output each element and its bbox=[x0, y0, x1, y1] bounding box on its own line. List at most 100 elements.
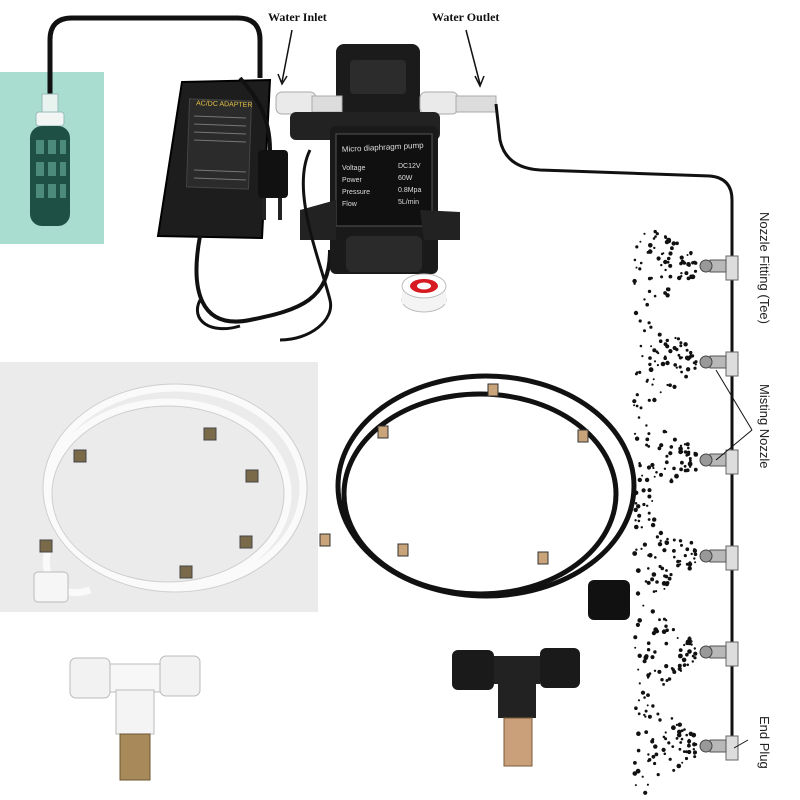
spray-dot bbox=[633, 310, 639, 316]
misting-leader bbox=[715, 369, 753, 431]
adapter-title: AC/DC ADAPTER bbox=[196, 100, 253, 109]
spray-dot bbox=[637, 416, 641, 419]
spray-dot bbox=[689, 352, 692, 356]
spray-dot bbox=[688, 465, 692, 468]
spray-dot bbox=[666, 287, 671, 292]
spray-dot bbox=[645, 443, 649, 447]
spray-dot bbox=[687, 561, 693, 567]
spray-dot bbox=[638, 682, 641, 685]
spray-dot bbox=[663, 356, 667, 361]
spray-dot bbox=[647, 432, 651, 436]
pump-spec-key: Voltage bbox=[342, 165, 365, 172]
spray-dot bbox=[642, 542, 648, 547]
spray-dot bbox=[652, 378, 655, 381]
spray-dot bbox=[652, 348, 657, 353]
spray-dot bbox=[646, 504, 649, 507]
spray-dot bbox=[633, 635, 638, 640]
spray-dot bbox=[650, 609, 655, 614]
white-tee-fitting bbox=[69, 655, 201, 781]
spray-dot bbox=[666, 383, 669, 387]
spray-dot bbox=[662, 735, 666, 739]
spray-dot bbox=[655, 580, 659, 584]
spray-dot bbox=[644, 654, 649, 659]
spray-dot bbox=[657, 446, 662, 451]
spray-dot bbox=[693, 656, 697, 660]
spray-dot bbox=[689, 540, 694, 545]
pump-name: Micro diaphragm pump bbox=[342, 141, 425, 154]
spray-dot bbox=[664, 737, 668, 741]
spray-dot bbox=[640, 690, 646, 695]
power-adapter: AC/DC ADAPTER bbox=[156, 76, 332, 331]
spray-dot bbox=[680, 460, 684, 465]
spray-dot bbox=[635, 404, 639, 408]
spray-dot bbox=[687, 263, 691, 267]
spray-dot bbox=[693, 467, 698, 472]
spray-dot bbox=[668, 274, 673, 279]
spray-dot bbox=[691, 654, 695, 658]
spray-dot bbox=[685, 468, 690, 473]
spray-dot bbox=[633, 282, 636, 285]
spray-dot bbox=[647, 398, 651, 402]
spray-dot bbox=[651, 572, 657, 577]
spray-dot bbox=[685, 367, 691, 372]
spray-dot bbox=[667, 677, 672, 681]
spray-dot bbox=[652, 590, 656, 593]
spray-dot bbox=[653, 360, 657, 363]
nozzle-tee bbox=[699, 545, 739, 571]
spray-dot bbox=[693, 755, 697, 759]
spray-dot bbox=[694, 360, 698, 364]
spray-dot bbox=[646, 648, 651, 652]
spray-dot bbox=[636, 371, 639, 374]
spray-dot bbox=[694, 363, 697, 366]
spray-dot bbox=[654, 752, 659, 757]
end-plug-label: End Plug bbox=[757, 716, 772, 769]
spray-dot bbox=[637, 513, 642, 518]
spray-dot bbox=[663, 467, 667, 470]
spray-dot bbox=[659, 539, 662, 542]
spray-dot bbox=[639, 344, 643, 348]
spray-dot bbox=[678, 365, 682, 369]
spray-dot bbox=[683, 450, 688, 454]
spray-dot bbox=[656, 256, 661, 261]
spray-dot bbox=[642, 604, 645, 607]
spray-dot bbox=[633, 404, 636, 407]
spray-dot bbox=[676, 763, 682, 769]
spray-dot bbox=[675, 737, 679, 740]
spray-dot bbox=[681, 657, 687, 663]
spray-dot bbox=[636, 504, 641, 509]
spray-dot bbox=[651, 738, 655, 741]
spray-dot bbox=[665, 293, 670, 298]
spray-dot bbox=[638, 319, 642, 323]
spray-dot bbox=[647, 289, 652, 294]
spray-dot bbox=[635, 266, 638, 269]
spray-dot bbox=[685, 547, 690, 552]
spray-dot bbox=[656, 364, 660, 367]
spray-dot bbox=[645, 424, 648, 427]
spray-dot bbox=[634, 502, 638, 505]
spray-dot bbox=[677, 666, 682, 671]
spray-dot bbox=[674, 473, 679, 479]
spray-dot bbox=[657, 669, 662, 674]
spray-dot bbox=[689, 458, 692, 461]
spray-dot bbox=[653, 246, 656, 250]
spray-dot bbox=[693, 557, 696, 560]
spray-dot bbox=[687, 649, 692, 654]
spray-dot bbox=[667, 576, 672, 581]
spray-dot bbox=[678, 560, 682, 563]
spray-dot bbox=[646, 704, 649, 707]
spray-dot bbox=[660, 361, 666, 367]
spray-dot bbox=[655, 535, 660, 539]
spray-dot bbox=[684, 756, 689, 761]
spray-dot bbox=[666, 260, 670, 264]
spray-dot bbox=[657, 332, 662, 337]
spray-dot bbox=[651, 383, 654, 386]
spray-dot bbox=[634, 519, 637, 522]
pump-spec-key: Power bbox=[342, 177, 363, 184]
spray-dot bbox=[693, 269, 698, 273]
spray-dot bbox=[683, 554, 687, 558]
spray-dot bbox=[643, 790, 648, 795]
misting-leader bbox=[715, 429, 753, 461]
spray-dot bbox=[655, 471, 658, 474]
outlet-arrow bbox=[465, 29, 481, 85]
